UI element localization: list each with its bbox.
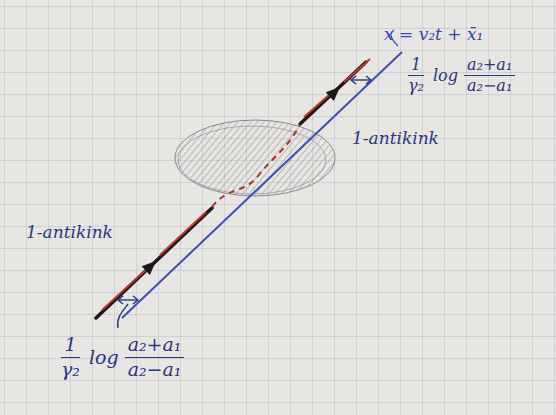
fraction: 1γ₂ [58, 334, 83, 381]
separation-bracket [351, 76, 371, 84]
fraction: a₂+a₁a₂−a₁ [125, 334, 185, 381]
trajectory-line [122, 52, 402, 318]
formula-group: 1-antikink [352, 128, 439, 148]
sketch-label: log [433, 66, 458, 85]
formula-group: 1γ₂ log a₂+a₁a₂−a₁ [405, 56, 515, 96]
sketch-label: γ₂ [58, 358, 83, 381]
interaction-region [175, 120, 335, 196]
formula-group: 1γ₂ log a₂+a₁a₂−a₁ [58, 334, 184, 381]
sketch-label: 1-antikink [26, 222, 113, 242]
formula-group: 1-antikink [26, 222, 113, 242]
sketch-label: a₂+a₁ [464, 56, 515, 76]
interaction-region-outline [178, 126, 326, 194]
arrowhead [142, 261, 156, 275]
sketch-label: 1-antikink [352, 128, 439, 148]
formula-group: x = v₂t + x̄₁ [384, 24, 483, 44]
sketch-label: a₂−a₁ [125, 358, 185, 381]
dashed-path [212, 125, 300, 207]
sketch-label: log [89, 346, 119, 369]
sketch-label: a₂−a₁ [464, 76, 515, 95]
red-stroke [102, 59, 370, 310]
arrowhead [326, 87, 340, 101]
sketch-label: 1 [408, 56, 424, 76]
fraction: a₂+a₁a₂−a₁ [464, 56, 515, 96]
fraction: 1γ₂ [405, 56, 427, 96]
sketch-label: x = v₂t + x̄₁ [384, 24, 483, 44]
sketch-label: γ₂ [405, 76, 427, 95]
separation-bracket [118, 296, 138, 328]
sketch-label: a₂+a₁ [125, 334, 185, 358]
sketch-label: 1 [61, 334, 79, 358]
antikink-worldline [96, 208, 212, 318]
